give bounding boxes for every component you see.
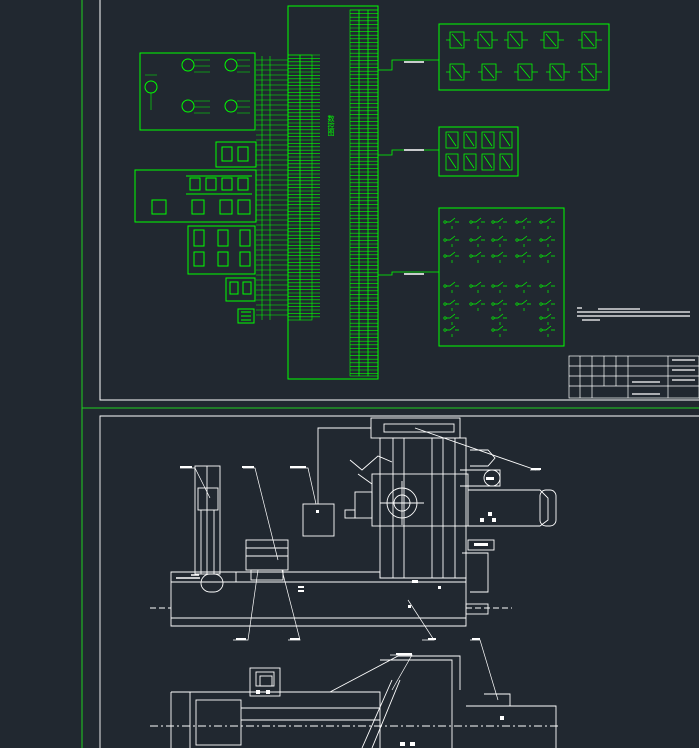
relay-panel-3: [187, 225, 256, 275]
main-cabinet-label: 数控图: [327, 114, 335, 137]
relay-panel-5: [237, 308, 255, 324]
terminal-strip-right: [349, 9, 379, 377]
outer-frame: [81, 0, 699, 748]
motor-panel: [139, 52, 256, 131]
notes-block: [577, 307, 690, 321]
vertical-axis: [194, 465, 224, 593]
switch-panel-2: [438, 126, 519, 177]
contact-panel: [438, 207, 565, 347]
motor-icon: [144, 58, 238, 113]
switch-icon: [446, 31, 602, 81]
schematic-sheet: 数控图: [99, 0, 699, 401]
spindle-column: [344, 417, 557, 593]
title-block: [568, 355, 699, 399]
relay-panel-4: [225, 277, 256, 302]
left-wiring: [256, 56, 288, 320]
schematic-sheet-border: [99, 0, 699, 401]
assembly-sheet-border: [99, 415, 699, 748]
right-wiring: [378, 59, 439, 276]
relay-panel-2: [134, 169, 257, 223]
terminal-strip-left: [287, 54, 320, 321]
switch-panel-1: [438, 23, 610, 91]
contact-icon: [443, 217, 555, 337]
relay-icon: [445, 131, 513, 171]
lower-assembly: [150, 607, 560, 748]
hydraulic-unit: [302, 427, 371, 537]
relay-panel-1: [215, 141, 257, 168]
assembly-sheet: [99, 415, 699, 748]
assembly-tags: [180, 466, 541, 746]
